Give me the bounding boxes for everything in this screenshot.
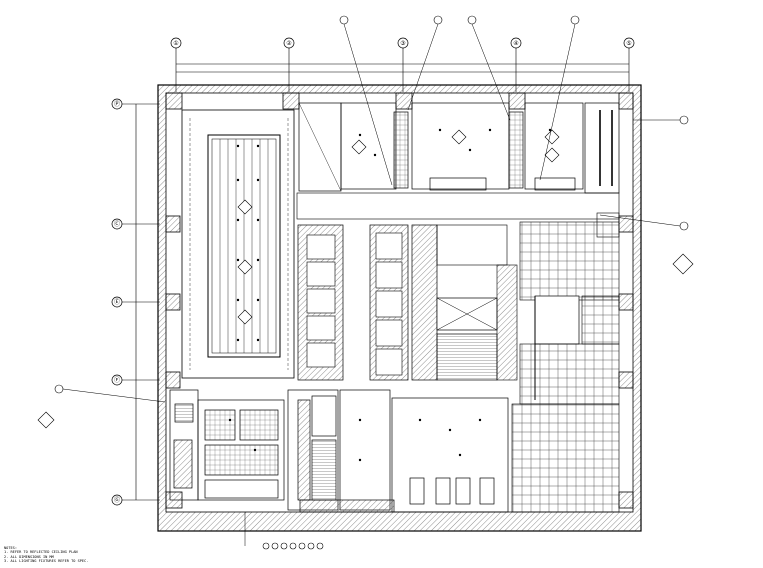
row-label: Ⓒ [114, 220, 120, 228]
row-label: Ⓖ [114, 496, 120, 504]
column-labels: ① ② ③ ④ ⑤ [173, 40, 631, 47]
row-label: Ⓟ [114, 100, 120, 108]
row-label: Ⓕ [114, 376, 120, 384]
row-grid-left [122, 103, 160, 501]
row-label: Ⓔ [114, 298, 120, 306]
row-bubbles-left [111, 98, 123, 506]
column-label: ① [173, 40, 178, 47]
ceiling-fixture-symbols [228, 128, 552, 462]
general-notes: NOTES: 1. REFER TO REFLECTED CEILING PLA… [4, 546, 88, 564]
section-markers [37, 129, 694, 429]
column-bubbles-top [170, 37, 635, 49]
pool-room [181, 109, 295, 379]
lower-middle-rooms [287, 389, 509, 513]
notes-line: 2. ALL DIMENSIONS IN MM [4, 554, 54, 559]
callout-bubbles [54, 15, 689, 550]
column-grid-top [175, 48, 630, 92]
column-label: ④ [513, 40, 518, 47]
service-core [297, 224, 518, 381]
column-label: ③ [400, 40, 405, 47]
notes-line: NOTES: [4, 546, 17, 550]
column-label: ② [286, 40, 292, 47]
lower-left-rooms [169, 389, 285, 501]
upper-rooms [298, 102, 620, 194]
column-label: ⑤ [626, 40, 631, 47]
leader-lines [62, 23, 681, 546]
notes-line: 1. REFER TO REFLECTED CEILING PLAN [4, 550, 78, 555]
row-labels: Ⓟ Ⓒ Ⓔ Ⓕ Ⓖ [114, 100, 120, 504]
tiled-area [511, 221, 620, 513]
notes-line: 3. ALL LIGHTING FIXTURES REFER TO SPEC. [4, 559, 89, 564]
